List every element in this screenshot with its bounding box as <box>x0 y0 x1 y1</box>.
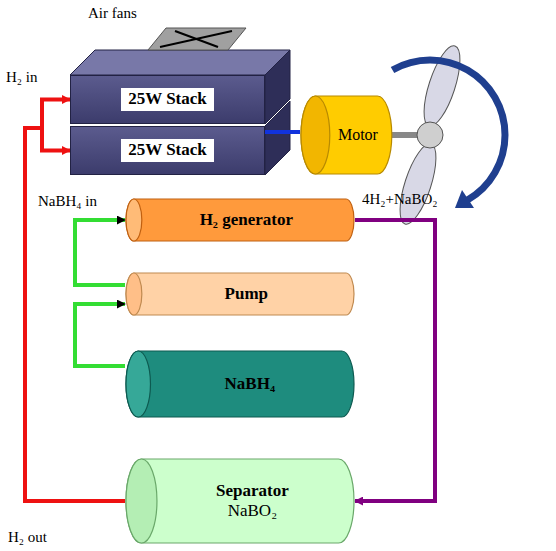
cylinder-unit: SeparatorNaBO₂ <box>125 458 355 544</box>
cylinder-end <box>301 96 330 174</box>
node-label: Pump <box>225 284 268 304</box>
node-label: NaBH₄ <box>225 374 275 394</box>
fan-cross <box>160 31 232 47</box>
rotation-arrow <box>393 60 506 200</box>
annotation-label: NaBH₄ in <box>38 192 97 210</box>
pipe-connector <box>75 220 125 285</box>
fan-cross <box>175 31 218 47</box>
stack-side-face <box>265 101 290 175</box>
propeller-blade <box>393 140 444 228</box>
annotation-label: 4H₂+NaBO₂ <box>362 190 438 208</box>
annotation-label: H₂ in <box>6 68 37 86</box>
propeller-blade <box>417 42 468 130</box>
node-label: 25W Stack <box>121 88 214 110</box>
pipe-connector <box>265 130 300 134</box>
cylinder-body <box>126 459 354 543</box>
cylinder-unit: Pump <box>125 272 355 316</box>
stack-top-face <box>70 50 290 75</box>
pipe-connector <box>355 220 435 501</box>
node-label: NaBO₂ <box>228 501 277 521</box>
fuel-cell-stack: 25W Stack <box>70 75 265 124</box>
cylinder-body <box>126 199 354 241</box>
node-label: Separator <box>216 481 289 501</box>
cylinder-unit: Motor <box>300 95 393 175</box>
pipe-connector <box>25 128 125 501</box>
cylinder-body <box>301 96 392 174</box>
cylinder-unit: NaBH₄ <box>125 350 355 418</box>
pipe-connector <box>75 304 125 366</box>
fuel-cell-stack: 25W Stack <box>70 126 265 175</box>
cylinder-end <box>126 351 150 417</box>
rotation-arrowhead <box>455 190 474 208</box>
node-label: 25W Stack <box>121 139 214 161</box>
cylinder-body <box>126 273 354 315</box>
node-label: Motor <box>338 125 378 144</box>
node-label: H₂ generator <box>200 210 293 230</box>
cylinder-end <box>126 459 157 543</box>
annotation-label: H₂ out <box>8 528 47 546</box>
air-fan <box>148 28 246 50</box>
cylinder-end <box>126 273 142 315</box>
cylinder-unit: H₂ generator <box>125 198 355 242</box>
cylinder-end <box>126 199 142 241</box>
cylinder-body <box>126 351 354 417</box>
annotation-label: Air fans <box>88 4 137 22</box>
propeller-hub <box>417 122 443 148</box>
